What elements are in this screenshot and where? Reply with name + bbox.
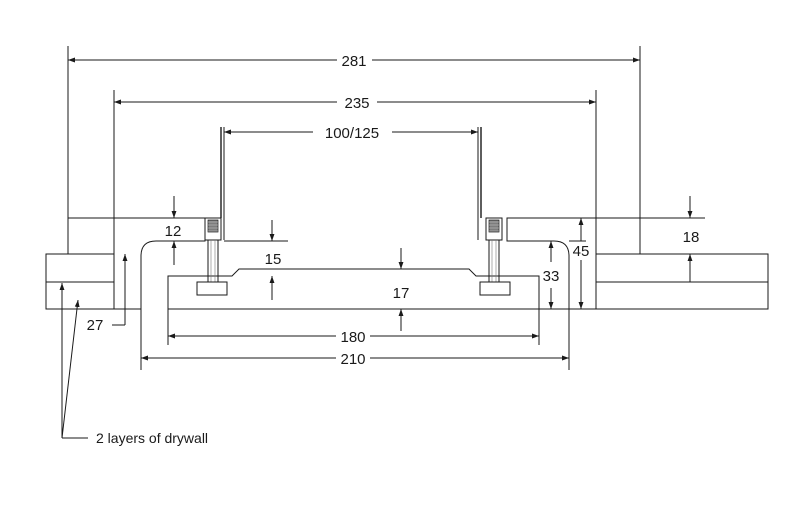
bracket-left xyxy=(196,217,228,296)
dimension-12: 12 xyxy=(165,196,182,265)
dimension-45: 45 xyxy=(573,218,590,309)
dim-lip-height: 15 xyxy=(265,251,282,268)
dim-inner-width: 180 xyxy=(340,329,365,346)
top-board-right xyxy=(506,217,641,310)
dimension-33: 33 xyxy=(543,241,560,309)
dim-drywall-layer: 18 xyxy=(683,229,700,246)
flap-right xyxy=(477,127,482,240)
base-plate xyxy=(167,268,540,310)
dimension-15: 15 xyxy=(265,220,282,300)
drywall-right xyxy=(595,253,769,310)
dimension-210: 210 xyxy=(141,351,569,368)
dim-base-width: 210 xyxy=(340,351,365,368)
dimension-180: 180 xyxy=(168,329,539,346)
drywall-leader: 2 layers of drywall xyxy=(59,283,208,446)
dimension-281: 281 xyxy=(68,53,640,70)
dimension-opening: 100/125 xyxy=(224,125,478,142)
dimension-235: 235 xyxy=(114,95,596,112)
dim-plate-thickness: 17 xyxy=(393,285,410,302)
dim-total-height: 45 xyxy=(573,243,590,260)
dim-plate-height: 33 xyxy=(543,268,560,285)
top-board-left xyxy=(67,217,206,310)
drywall-left xyxy=(45,253,115,310)
dim-frame-width: 235 xyxy=(344,95,369,112)
bracket-right xyxy=(479,217,511,296)
drywall-note: 2 layers of drywall xyxy=(96,430,208,446)
flap-left xyxy=(220,127,225,240)
dim-board-thickness: 12 xyxy=(165,223,182,240)
dim-overall-width: 281 xyxy=(341,53,366,70)
extension-lines xyxy=(67,46,705,370)
dim-drywall-total: 27 xyxy=(87,317,104,334)
dimension-27: 27 xyxy=(87,254,128,334)
dimension-18: 18 xyxy=(683,196,700,282)
dimension-17: 17 xyxy=(393,248,410,331)
dim-opening-width: 100/125 xyxy=(325,125,379,142)
